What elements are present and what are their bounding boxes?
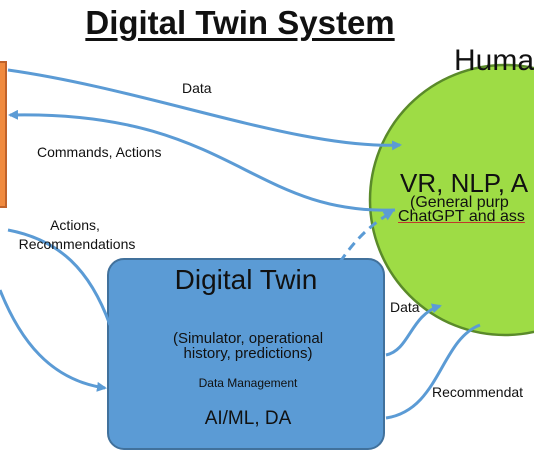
edge-label-data-dt: Data (390, 299, 420, 315)
human-tech-label: VR, NLP, A (400, 168, 529, 198)
arrow-commands-to-physical (8, 109, 396, 212)
digital-twin-data-management: Data Management (198, 376, 298, 390)
arrow-recommend-to-dt (385, 323, 481, 420)
diagram-title: Digital Twin System (85, 4, 395, 41)
arrow-actions-recommendations (7, 228, 112, 326)
human-circle (368, 63, 534, 337)
arrow-physical-to-dt (0, 289, 107, 392)
digital-twin-box (107, 258, 385, 450)
digital-twin-ai-ml: AI/ML, DA (204, 408, 292, 429)
edge-label-commands: Commands, Actions (37, 144, 162, 160)
digital-twin-desc-line1: (Simulator, operational (172, 330, 324, 347)
edge-label-actions: Actions, (50, 217, 100, 233)
human-heading: Huma (454, 44, 534, 77)
edge-label-recommendations: Recommendations (18, 236, 136, 252)
human-chatgpt-label: ChatGPT and ass (398, 208, 525, 225)
arrow-dt-data-to-human (385, 303, 442, 357)
physical-system-block (0, 61, 7, 208)
digital-twin-desc-line2: history, predictions) (183, 345, 313, 362)
arrow-dt-to-human-dashed (338, 210, 394, 263)
arrow-data-to-human (7, 68, 402, 151)
edge-label-recommendations-right: Recommendat (432, 384, 524, 400)
human-purpose-label: (General purp (410, 194, 509, 211)
digital-twin-title: Digital Twin (174, 264, 318, 295)
edge-label-data-top: Data (182, 80, 212, 96)
